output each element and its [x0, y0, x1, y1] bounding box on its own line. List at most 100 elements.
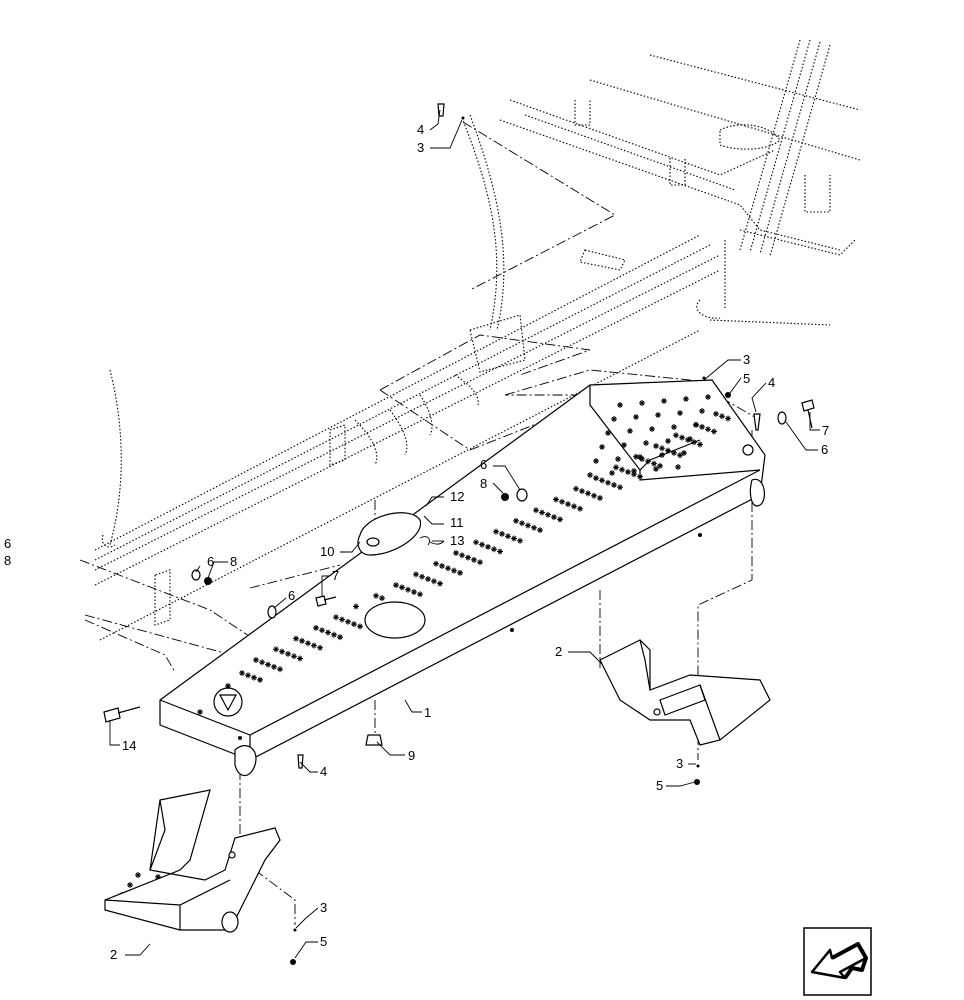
- callout-2: 2: [110, 947, 117, 962]
- tread-mark: [609, 470, 615, 476]
- tread-mark: [537, 527, 543, 534]
- callout-9: 9: [408, 748, 415, 763]
- tread-mark: [239, 670, 245, 676]
- callout-1: 1: [424, 705, 431, 720]
- callout-12: 12: [450, 489, 464, 504]
- tread-mark: [417, 591, 423, 598]
- callout-5: 5: [656, 778, 663, 793]
- tread-mark: [245, 672, 251, 679]
- tread-mark: [425, 576, 431, 582]
- tread-mark: [617, 484, 623, 491]
- tread-mark: [617, 402, 623, 408]
- tread-mark: [437, 580, 443, 587]
- tread-mark: [571, 503, 577, 510]
- tread-mark: [457, 569, 463, 576]
- tread-mark: [643, 440, 649, 446]
- tread-mark: [577, 505, 583, 512]
- callout-5: 5: [743, 371, 750, 386]
- tread-mark: [685, 436, 691, 443]
- tread-mark: [293, 635, 299, 642]
- tread-mark: [633, 414, 639, 420]
- tread-mark: [627, 428, 633, 434]
- tread-mark: [621, 442, 627, 448]
- tread-mark: [637, 454, 643, 460]
- tread-mark: [291, 653, 297, 660]
- tread-mark: [499, 530, 505, 537]
- tread-mark: [705, 394, 711, 400]
- tread-mark: [345, 618, 351, 625]
- tread-mark: [653, 466, 659, 472]
- tread-mark: [645, 458, 651, 465]
- callouts: 4 3 3 5 4 7 6 6 8 12 11 13 10 6 8 6 8 7 …: [4, 122, 829, 962]
- callout-2: 2: [555, 644, 562, 659]
- callout-3: 3: [320, 900, 327, 915]
- tread-mark: [311, 642, 317, 649]
- tread-mark: [557, 516, 563, 523]
- tread-mark: [493, 528, 499, 535]
- tread-mark: [719, 413, 725, 420]
- tread-mark: [677, 452, 683, 459]
- tread-mark: [587, 472, 593, 478]
- tread-mark: [299, 637, 305, 644]
- tread-mark: [413, 571, 419, 578]
- tread-mark: [613, 464, 619, 471]
- tread-mark: [491, 546, 497, 553]
- tread-mark: [445, 565, 451, 572]
- callout-8: 8: [230, 554, 237, 569]
- tread-mark: [497, 548, 503, 555]
- callout-10: 10: [320, 544, 334, 559]
- tread-mark: [525, 522, 531, 529]
- tread-mark: [579, 488, 585, 495]
- tread-mark: [605, 430, 611, 436]
- tread-mark: [313, 624, 319, 631]
- callout-4: 4: [320, 764, 327, 779]
- tread-mark: [711, 428, 717, 435]
- tread-mark: [659, 452, 665, 458]
- tread-mark: [585, 490, 591, 497]
- tread-mark: [305, 640, 311, 647]
- tread-mark: [325, 629, 331, 636]
- callout-3: 3: [417, 140, 424, 155]
- tread-mark: [675, 464, 681, 470]
- tread-mark: [433, 560, 439, 567]
- tread-mark: [471, 556, 477, 563]
- tread-mark: [519, 520, 525, 527]
- tread-mark: [473, 539, 479, 546]
- leader-lines: [109, 109, 820, 959]
- tread-mark: [539, 509, 545, 516]
- callout-7: 7: [822, 423, 829, 438]
- tread-mark: [633, 453, 639, 460]
- callout-3: 3: [676, 756, 683, 771]
- tread-mark: [683, 396, 689, 402]
- callout-13: 13: [450, 533, 464, 548]
- tread-mark: [551, 514, 557, 521]
- callout-6: 6: [821, 442, 828, 457]
- tread-mark: [637, 473, 643, 480]
- tread-mark: [331, 631, 337, 638]
- callout-14: 14: [122, 738, 136, 753]
- tread-mark: [439, 563, 445, 569]
- tread-mark: [671, 424, 677, 430]
- tread-mark: [725, 415, 731, 422]
- callout-3: 3: [743, 352, 750, 367]
- callout-7: 7: [332, 568, 339, 583]
- callout-6: 6: [4, 536, 11, 551]
- tread-mark: [659, 445, 665, 452]
- tread-mark: [649, 426, 655, 432]
- tread-mark: [285, 650, 291, 657]
- tread-mark: [631, 471, 637, 478]
- tread-mark: [531, 524, 537, 531]
- tread-mark: [533, 507, 539, 514]
- tread-mark: [611, 416, 617, 422]
- tread-mark: [697, 441, 703, 448]
- tread-mark: [373, 592, 379, 599]
- tread-mark: [505, 533, 511, 540]
- tread-mark: [277, 666, 283, 673]
- tread-mark: [619, 466, 625, 473]
- tread-mark: [405, 586, 411, 593]
- tread-mark: [599, 444, 605, 450]
- tread-mark: [251, 674, 257, 681]
- callout-6: 6: [480, 457, 487, 472]
- callout-4: 4: [768, 375, 775, 390]
- tread-mark: [665, 438, 671, 444]
